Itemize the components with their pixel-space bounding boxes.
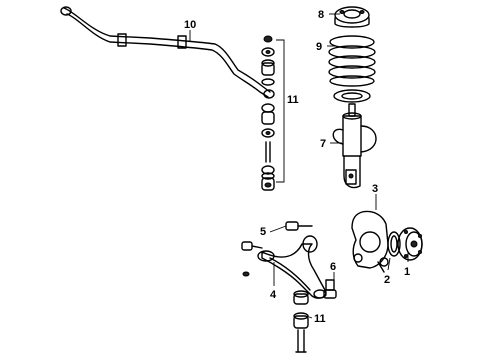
seal-ring [387, 231, 401, 257]
callout-8: 8 [318, 9, 324, 21]
callouts: 10 11 8 9 7 3 2 1 5 4 6 11 [184, 9, 410, 325]
lower-control-arm [257, 235, 327, 299]
callout-2: 2 [384, 274, 390, 286]
callout-7: 7 [320, 138, 326, 150]
coil-spring [328, 35, 376, 103]
strut-mount [334, 6, 370, 28]
callout-6: 6 [330, 261, 336, 273]
callout-11-upper: 11 [287, 94, 299, 106]
leader-lines [189, 13, 409, 319]
hub-bearing [397, 227, 423, 261]
callout-11-lower: 11 [314, 313, 326, 325]
callout-3: 3 [372, 183, 378, 195]
stabilizer-bar [60, 6, 275, 99]
bolts [241, 221, 313, 277]
callout-9: 9 [316, 41, 322, 53]
strut-assembly [332, 103, 377, 189]
lower-link-stack [293, 290, 309, 353]
callout-1: 1 [404, 266, 410, 278]
callout-5: 5 [260, 226, 266, 238]
callout-4: 4 [270, 289, 277, 301]
callout-10: 10 [184, 19, 196, 31]
ball-joint [323, 279, 337, 299]
steering-knuckle [351, 210, 389, 273]
stabilizer-link-stack [261, 35, 275, 191]
